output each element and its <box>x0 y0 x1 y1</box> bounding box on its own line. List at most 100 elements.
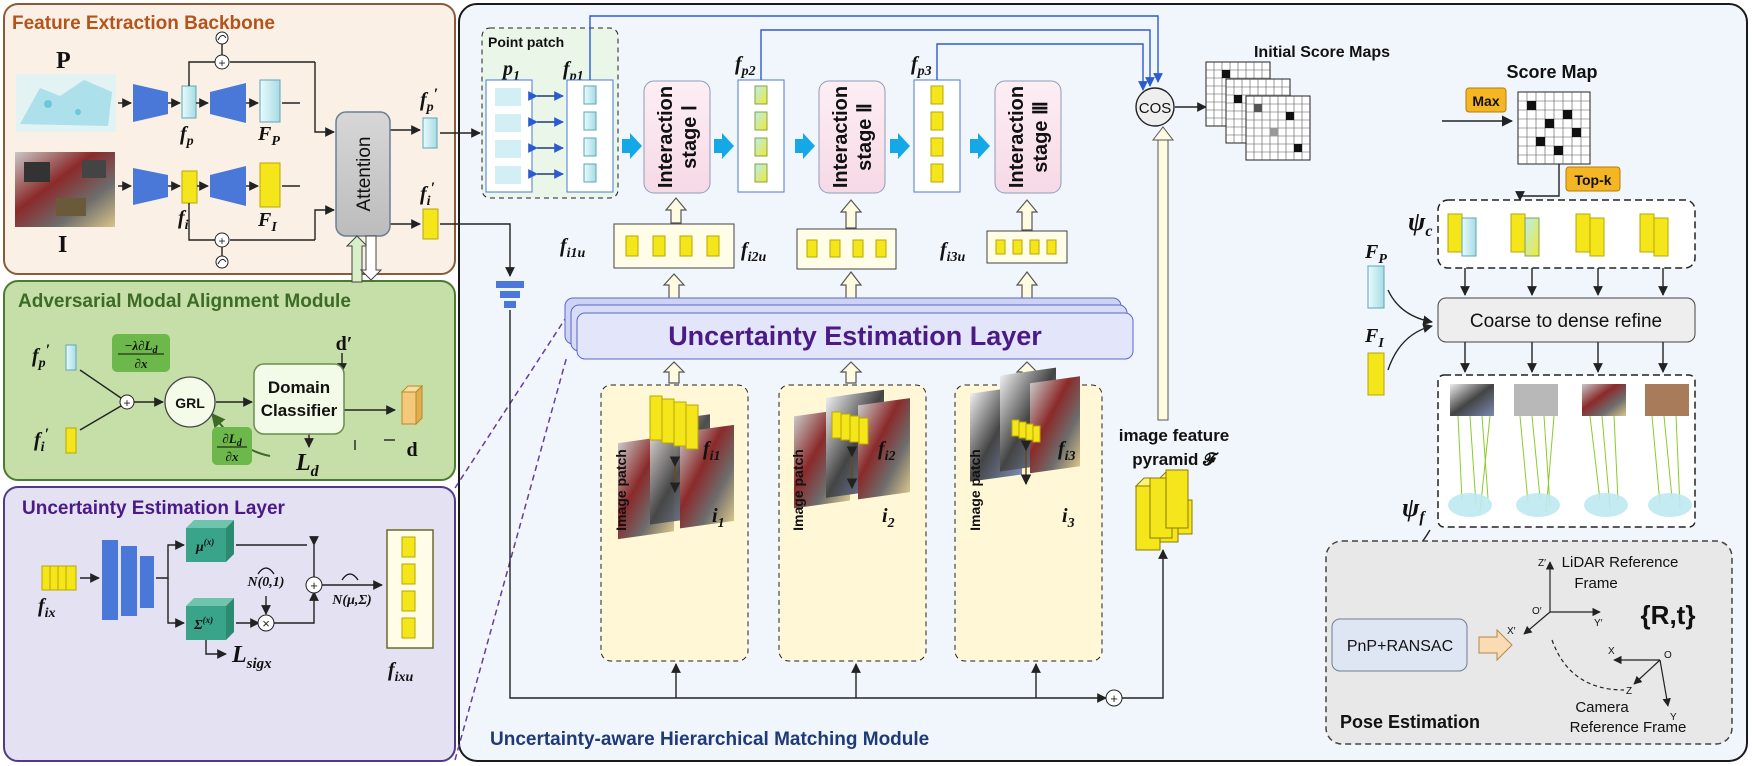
uncertainty-panel-title: Uncertainty Estimation Layer <box>22 498 286 519</box>
fi-prime-label: fi′ <box>420 180 435 209</box>
lidar-frame-label-2: Frame <box>1574 575 1617 592</box>
n01-label: N(0,1) <box>247 575 285 590</box>
i2-label: i2 <box>882 505 895 531</box>
domain-classifier-label-1: Domain <box>268 378 330 397</box>
point-encoder <box>133 84 168 122</box>
fp-prime-label: fp′ <box>420 86 438 115</box>
pose-estimation-label: Pose Estimation <box>1340 712 1480 732</box>
FP-to-coarse <box>1387 289 1433 326</box>
hollow-up-arrows <box>662 197 1039 384</box>
uel-bar <box>576 312 1134 360</box>
axis-z-cam: Z <box>1626 686 1632 697</box>
uel-arrows <box>80 536 383 659</box>
image-label: I <box>58 232 67 258</box>
plus-node-bottom: + <box>214 232 230 248</box>
coarse-dense-label: Coarse to dense refine <box>1470 311 1662 332</box>
main-panel-title: Uncertainty-aware Hierarchical Matching … <box>490 729 929 750</box>
axis-y-prime: Y′ <box>1594 618 1603 629</box>
attention-label: Attention <box>354 137 375 212</box>
plus-to-pyramid <box>1122 549 1168 699</box>
score-to-psic-arrow <box>1515 164 1560 201</box>
stage3-label-a: Interaction <box>1006 86 1028 188</box>
d-label: d <box>406 439 417 461</box>
fi3u-blocks <box>995 239 1057 255</box>
svg-text:+: + <box>1110 691 1118 706</box>
fi1u-blocks <box>625 235 720 257</box>
score-map-label: Score Map <box>1506 62 1597 82</box>
image-patch-box-1 <box>600 384 749 662</box>
axis-x-prime: X′ <box>1507 626 1516 637</box>
fp-label: fp <box>180 123 194 149</box>
sigma-block <box>186 598 234 640</box>
svg-text:+: + <box>123 396 130 410</box>
positive-gradient-label: ∂Ld ∂x <box>212 427 252 465</box>
max-badge <box>1465 87 1507 113</box>
camera-frame-label-2: Reference Frame <box>1570 719 1687 736</box>
FI-feature-block <box>259 162 281 208</box>
right-FI-label: FI <box>1364 325 1384 351</box>
svg-text:+: + <box>310 578 318 593</box>
FP-label: FP <box>257 123 280 149</box>
fix-label: fix <box>38 595 56 621</box>
i1-label: i1 <box>712 505 725 531</box>
psi-c-pairs <box>1447 213 1669 257</box>
adv-plus-node: + <box>119 394 135 410</box>
lidar-frame-label-1: LiDAR Reference <box>1562 554 1679 571</box>
sigma-label: Σ(x) <box>193 615 213 633</box>
psi-f-box <box>1437 374 1696 528</box>
axis-x-cam: X <box>1608 646 1615 657</box>
attention-adversarial-arrows <box>345 235 383 283</box>
initial-score-maps-label: Initial Score Maps <box>1254 44 1390 61</box>
FI-to-coarse <box>1387 323 1433 371</box>
pnp-to-frames-arrow <box>1478 628 1513 662</box>
adv-arrows <box>79 368 395 450</box>
pyramid-label-2: pyramid 𝓕 <box>1132 450 1219 469</box>
axis-o-cam: O <box>1664 650 1672 661</box>
point-decoder <box>210 83 246 123</box>
Lsigx-label: Lsigx <box>231 642 272 672</box>
n01-hat <box>257 567 275 575</box>
feature-arrows <box>118 42 421 258</box>
d-output-block-depth <box>415 384 423 426</box>
p1-point-patches <box>495 88 521 184</box>
bottom-plus-node: + <box>1105 689 1123 707</box>
rt-label: {R,t} <box>1641 600 1696 630</box>
stage1-label-b: stage Ⅰ <box>679 105 701 169</box>
psi-c-down-arrows <box>1460 268 1668 296</box>
uel-times-node: × <box>257 614 275 632</box>
svg-text:×: × <box>262 616 270 631</box>
svg-text:+: + <box>218 56 225 70</box>
fi3u-label: fi3u <box>940 239 966 265</box>
grl-node <box>164 376 216 428</box>
max-label: Max <box>1472 93 1499 109</box>
image-patch-box-2 <box>778 384 927 662</box>
cos-node <box>1135 87 1175 127</box>
score-map-grid <box>1517 91 1591 165</box>
svg-text:∂x: ∂x <box>226 449 239 464</box>
grid <box>1245 95 1311 161</box>
point-cloud-image <box>16 74 116 132</box>
psi-f-label: ψf <box>1402 493 1426 526</box>
point-cloud-label: P <box>56 48 71 74</box>
psi-c-box <box>1437 199 1696 269</box>
image-decoder <box>210 166 246 206</box>
fi-label: fi <box>178 207 189 233</box>
adversarial-panel-title: Adversarial Modal Alignment Module <box>18 291 351 312</box>
pyramid-to-cos-shaft <box>1157 137 1169 421</box>
uel-bar-label: Uncertainty Estimation Layer <box>668 321 1042 351</box>
pyramid-to-cos-head <box>1151 126 1175 141</box>
right-FP-label: FP <box>1364 241 1387 267</box>
uel-output-blocks <box>401 536 416 639</box>
stage3-label-b: stage Ⅲ <box>1030 101 1052 173</box>
topk-label: Top-k <box>1574 172 1611 188</box>
mu-block <box>186 520 234 562</box>
Ld-label: Ld <box>295 450 320 480</box>
fi1u-label: fi1u <box>560 235 586 261</box>
pyramid-bottom-line <box>509 310 1107 703</box>
nmusigma-label: N(μ,Σ) <box>331 593 371 608</box>
initial-score-maps <box>1205 61 1311 161</box>
fi1-label: fi1 <box>703 438 721 464</box>
d-prime-label: d′ <box>336 333 353 355</box>
